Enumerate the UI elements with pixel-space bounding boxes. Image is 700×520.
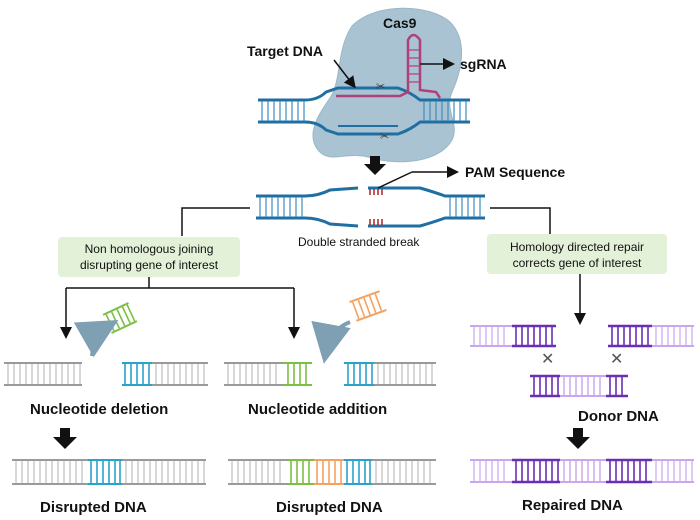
- sgrna-label: sgRNA: [460, 56, 507, 72]
- nhej-line2: disrupting gene of interest: [80, 258, 219, 272]
- hdr-line2: corrects gene of interest: [513, 256, 642, 270]
- insertion-arrow: [311, 320, 351, 364]
- removal-arrow: [73, 320, 119, 358]
- cas9-complex: ✂ ✂ Cas9 Target DNA sgRNA: [247, 7, 507, 163]
- disrupted-label-2: Disrupted DNA: [276, 499, 383, 516]
- pam-pointer: [377, 171, 413, 189]
- sgrna-hairpin: [336, 33, 442, 99]
- pam-label: PAM Sequence: [465, 164, 565, 180]
- helix-rungs: [261, 101, 467, 121]
- down-arrow-icon-deletion: [53, 428, 77, 449]
- donor-label: Donor DNA: [578, 408, 659, 425]
- target-dna-pointer: [333, 59, 356, 89]
- disrupted-label-1: Disrupted DNA: [40, 499, 147, 516]
- scissors-icon-top: ✂: [376, 81, 385, 93]
- crossover-icon-right: ✕: [610, 351, 623, 368]
- cas9-label: Cas9: [383, 15, 417, 31]
- disrupted-dna-2: Disrupted DNA: [228, 459, 436, 516]
- addition-illustration: Nucleotide addition: [224, 290, 436, 418]
- removed-fragment: [102, 302, 138, 334]
- dsb-label: Double stranded break: [298, 235, 420, 249]
- nhej-split: [60, 277, 300, 339]
- scissors-icon-bottom: ✂: [380, 131, 389, 143]
- inserted-fragment: [349, 290, 387, 322]
- down-arrow-icon-hdr: [566, 428, 590, 449]
- repaired-label: Repaired DNA: [522, 497, 623, 514]
- branch-connectors: [181, 207, 551, 236]
- hdr-box: Homology directed repair corrects gene o…: [487, 234, 667, 274]
- hdr-line1: Homology directed repair: [510, 240, 644, 254]
- nhej-line1: Non homologous joining: [85, 242, 214, 256]
- pam-marks: [369, 189, 383, 225]
- crossover-icon-left: ✕: [541, 351, 554, 368]
- deletion-illustration: Nucleotide deletion: [4, 302, 208, 418]
- deletion-label: Nucleotide deletion: [30, 401, 168, 418]
- down-arrow-icon: [364, 156, 386, 175]
- repaired-dna: Repaired DNA: [470, 458, 694, 514]
- nhej-box: Non homologous joining disrupting gene o…: [58, 237, 240, 277]
- hdr-illustration: ✕ ✕ Donor DNA: [470, 324, 694, 425]
- disrupted-dna-1: Disrupted DNA: [12, 459, 206, 516]
- target-dna-label: Target DNA: [247, 43, 323, 59]
- double-stranded-break: PAM Sequence Double stranded break: [256, 164, 565, 249]
- addition-label: Nucleotide addition: [248, 401, 387, 418]
